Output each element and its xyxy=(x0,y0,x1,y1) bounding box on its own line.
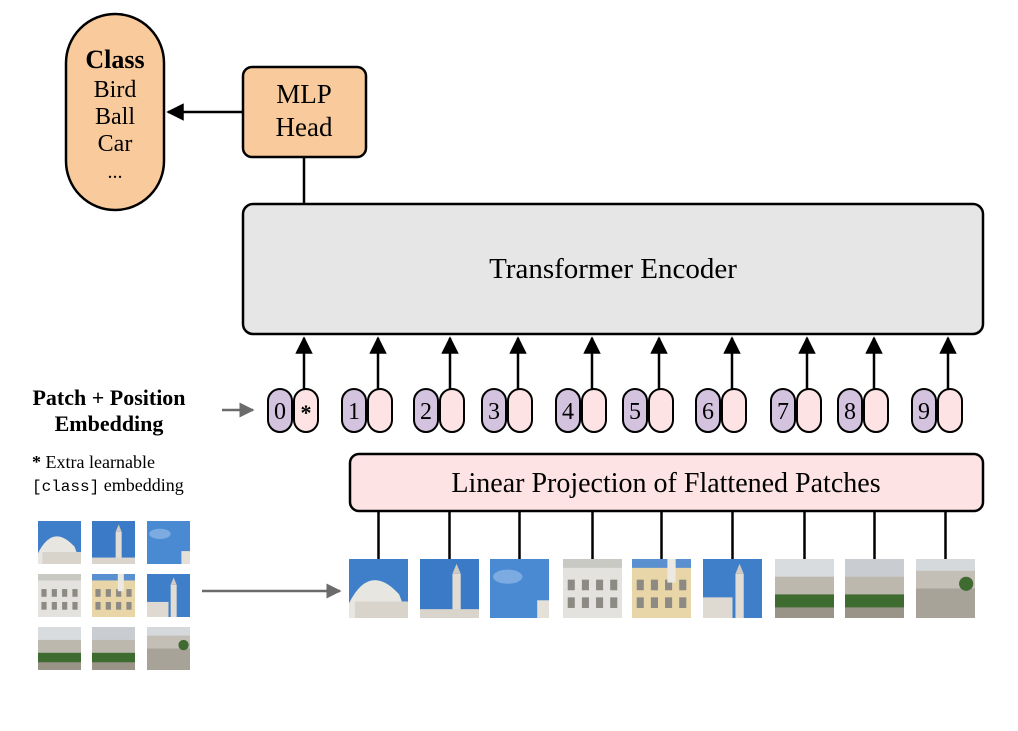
linear-projection-box xyxy=(348,452,985,513)
class-item-car: Car xyxy=(98,131,133,157)
class-item-bird: Bird xyxy=(94,77,137,103)
token-3: 3 xyxy=(481,388,533,433)
sequence-patch-6 xyxy=(703,559,762,618)
token-4: 4 xyxy=(555,388,607,433)
sequence-patch-7 xyxy=(775,559,834,618)
footnote-code: [class] xyxy=(32,478,99,496)
footnote-line1: * Extra learnable xyxy=(32,452,155,472)
sequence-patch-8 xyxy=(845,559,904,618)
patch-embedding-3 xyxy=(507,388,533,433)
patch-embedding-6 xyxy=(721,388,747,433)
grid-patch-1 xyxy=(38,521,81,564)
patch-embedding-0 xyxy=(293,388,319,433)
class-item-ball: Ball xyxy=(95,104,135,130)
patch-embedding-7 xyxy=(796,388,822,433)
position-embedding-1 xyxy=(341,388,367,433)
embedding-label-line1: Patch + Position xyxy=(32,385,185,410)
grid-patch-8 xyxy=(92,627,135,670)
sequence-patch-4 xyxy=(563,559,622,618)
patch-embedding-9 xyxy=(937,388,963,433)
grid-patch-5 xyxy=(92,574,135,617)
transformer-encoder-box xyxy=(241,202,985,336)
grid-patch-9 xyxy=(147,627,190,670)
linear-projection-label: Linear Projection of Flattened Patches xyxy=(451,468,880,499)
position-index-8: 8 xyxy=(844,399,856,425)
sequence-patch-5 xyxy=(632,559,691,618)
position-index-9: 9 xyxy=(918,399,930,425)
sequence-patch-1 xyxy=(349,559,408,618)
token-2: 2 xyxy=(413,388,465,433)
grid-patch-2 xyxy=(92,521,135,564)
position-index-5: 5 xyxy=(629,399,641,425)
sequence-patch-9 xyxy=(916,559,975,618)
class-title: Class xyxy=(85,45,144,74)
position-embedding-2 xyxy=(413,388,439,433)
position-embedding-3 xyxy=(481,388,507,433)
position-embedding-9 xyxy=(911,388,937,433)
class-token-mark: * xyxy=(301,400,312,425)
position-index-3: 3 xyxy=(488,399,500,425)
transformer-encoder-label: Transformer Encoder xyxy=(489,253,737,285)
embedding-label-line2: Embedding xyxy=(55,411,164,436)
class-item-ellipsis: ... xyxy=(108,161,123,183)
grid-patch-6 xyxy=(147,574,190,617)
position-embedding-5 xyxy=(622,388,648,433)
token-7: 7 xyxy=(770,388,822,433)
sequence-patch-2 xyxy=(420,559,479,618)
position-index-2: 2 xyxy=(420,399,432,425)
position-index-4: 4 xyxy=(562,399,574,425)
mlp-head-line2: Head xyxy=(276,112,333,142)
footnote-star: * xyxy=(32,452,41,472)
patch-embedding-8 xyxy=(863,388,889,433)
patch-embedding-5 xyxy=(648,388,674,433)
token-1: 1 xyxy=(341,388,393,433)
position-index-6: 6 xyxy=(702,399,714,425)
position-embedding-0 xyxy=(267,388,293,433)
grid-patch-3 xyxy=(147,521,190,564)
mlp-head-line1: MLP xyxy=(276,79,332,109)
token-8: 8 xyxy=(837,388,889,433)
token-9: 9 xyxy=(911,388,963,433)
position-index-7: 7 xyxy=(777,399,789,425)
position-embedding-6 xyxy=(695,388,721,433)
patch-embedding-2 xyxy=(439,388,465,433)
position-index-1: 1 xyxy=(348,399,360,425)
patch-embedding-4 xyxy=(581,388,607,433)
position-embedding-7 xyxy=(770,388,796,433)
position-embedding-8 xyxy=(837,388,863,433)
grid-patch-7 xyxy=(38,627,81,670)
footnote-text: Extra learnable xyxy=(41,452,155,472)
token-5: 5 xyxy=(622,388,674,433)
class-output-box xyxy=(64,12,166,212)
position-index-0: 0 xyxy=(274,399,286,425)
token-0: 0* xyxy=(267,388,319,433)
footnote-line2: [class] embedding xyxy=(32,475,184,496)
token-6: 6 xyxy=(695,388,747,433)
sequence-patch-3 xyxy=(490,559,549,618)
footnote-text2: embedding xyxy=(99,475,183,495)
patch-embedding-1 xyxy=(367,388,393,433)
position-embedding-4 xyxy=(555,388,581,433)
patch-layer xyxy=(38,511,975,670)
grid-patch-4 xyxy=(38,574,81,617)
